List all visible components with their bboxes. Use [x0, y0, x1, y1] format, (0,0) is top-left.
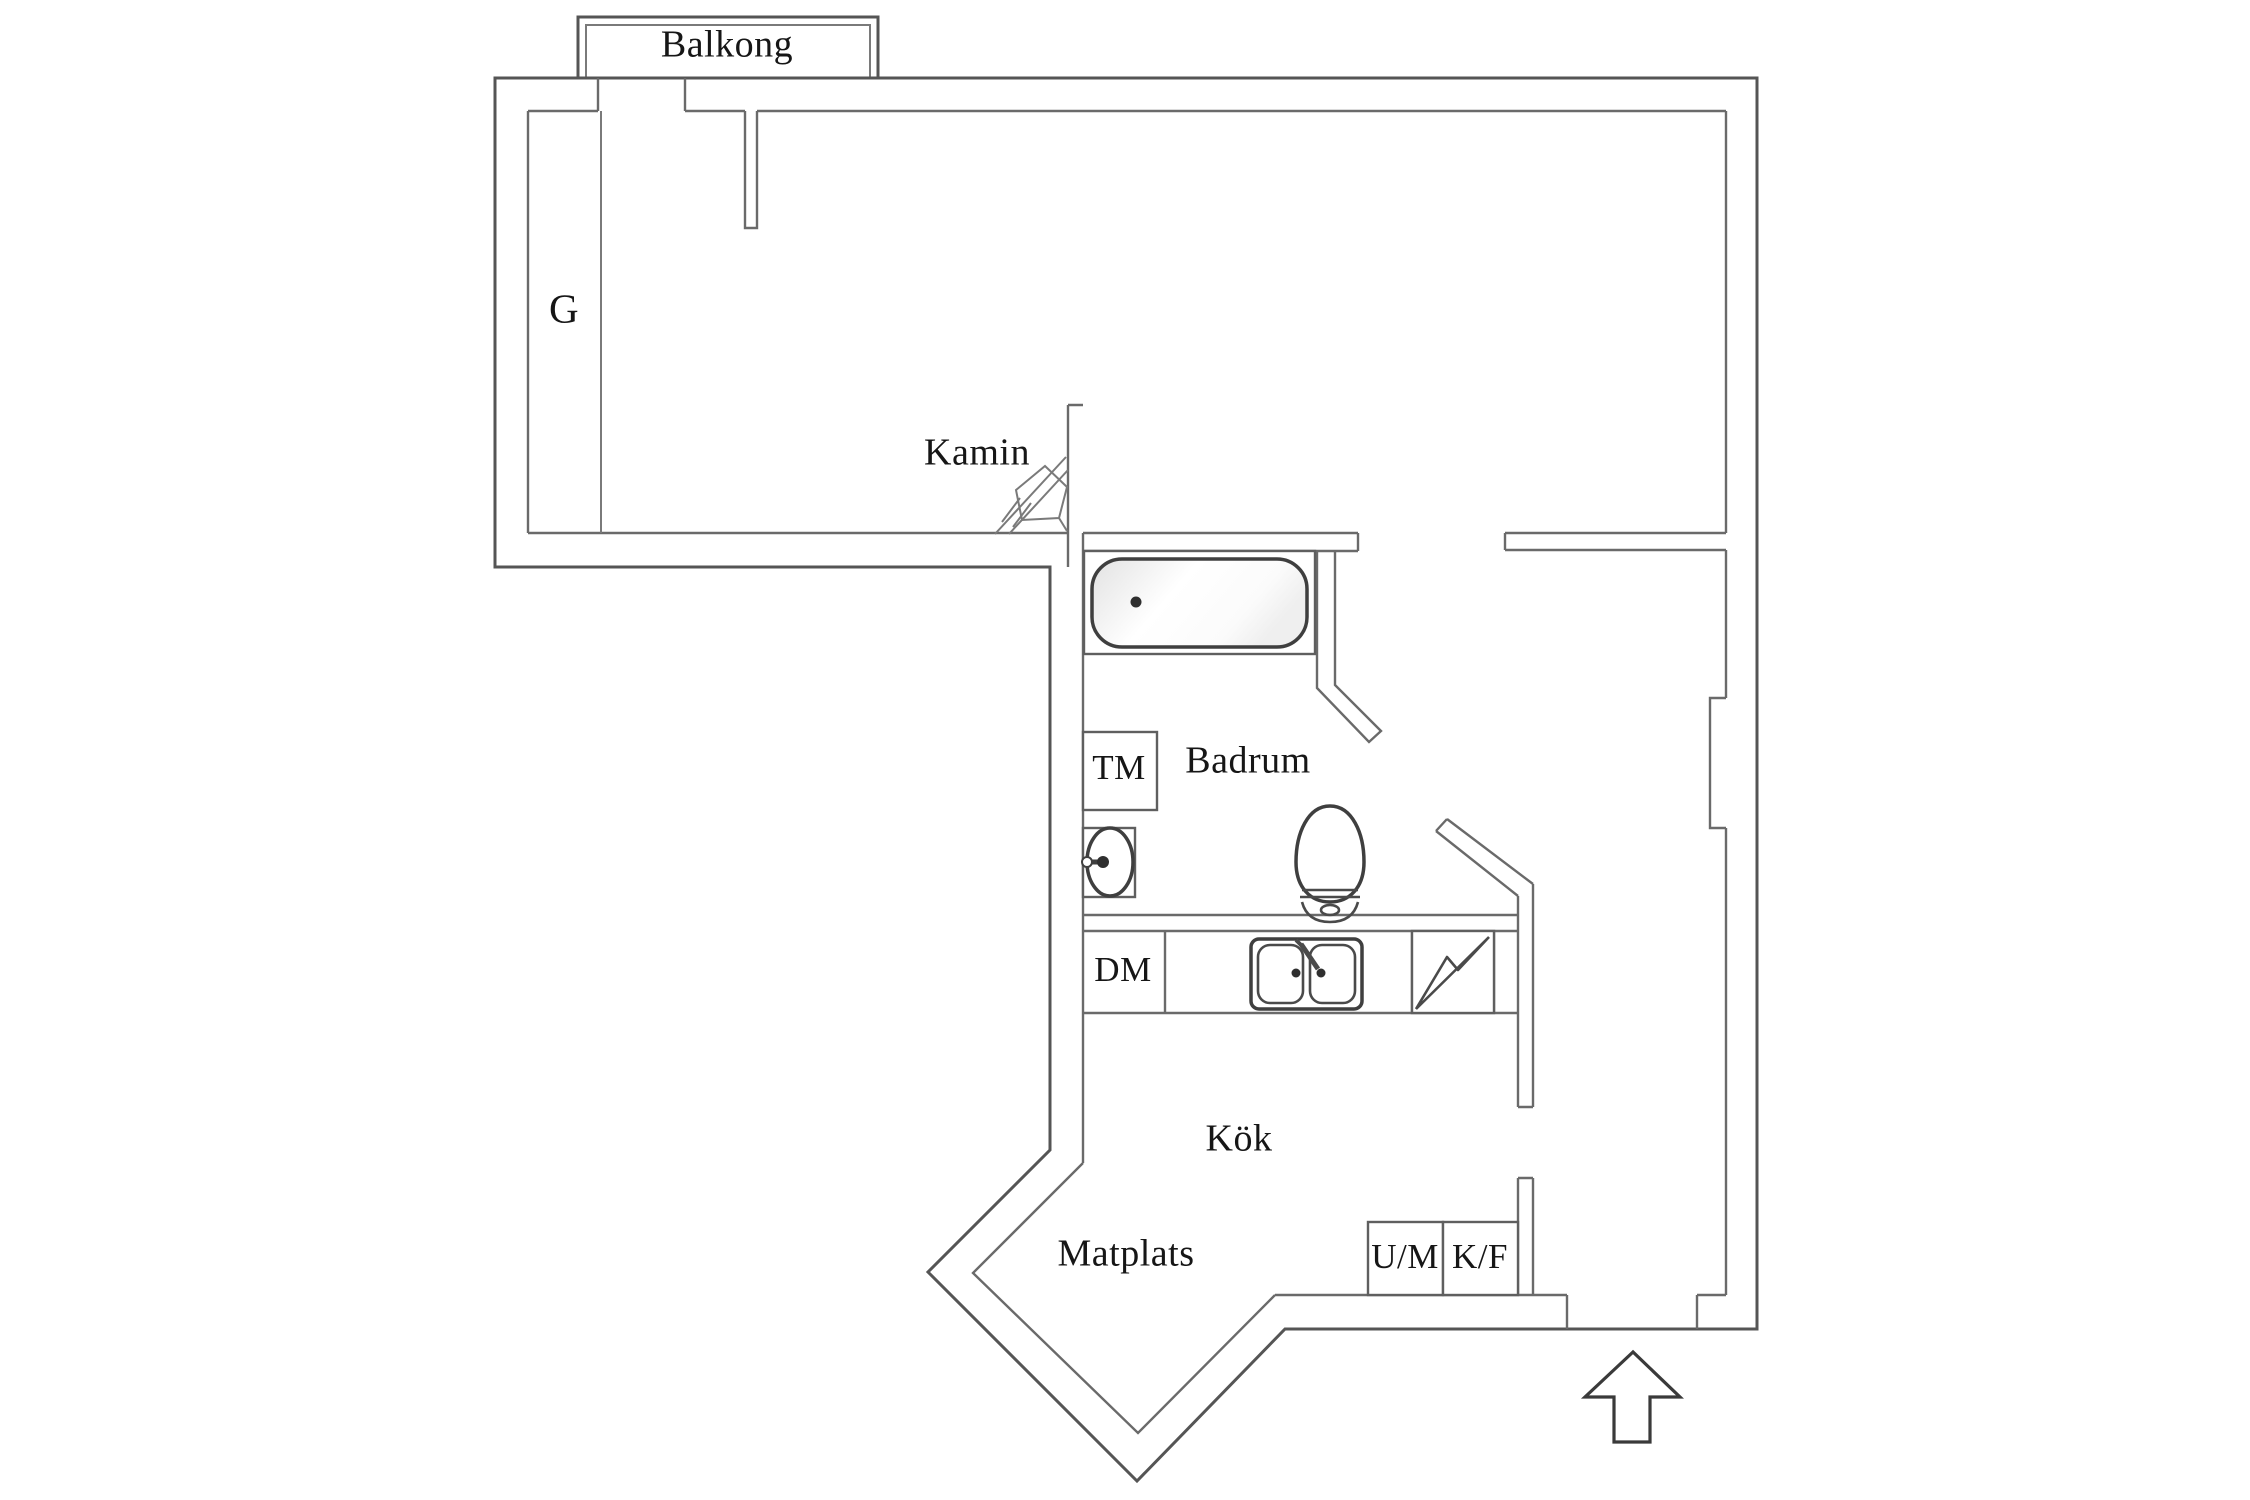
toilet-icon	[1294, 804, 1366, 924]
fireplace-icon	[994, 456, 1069, 535]
label-kf: K/F	[1452, 1237, 1508, 1276]
label-wardrobe: G	[549, 285, 579, 331]
label-badrum: Badrum	[1185, 740, 1310, 782]
kitchen-sink-icon	[1249, 937, 1364, 1011]
label-kamin: Kamin	[924, 432, 1030, 474]
entrance-arrow-icon	[1580, 1349, 1684, 1444]
outer-wall	[493, 76, 1759, 1484]
stove-icon	[1414, 936, 1490, 1010]
label-matplats: Matplats	[1058, 1233, 1195, 1275]
bathtub-icon	[1090, 557, 1309, 649]
label-tm: TM	[1092, 748, 1146, 787]
oven-microwave-box	[1366, 1220, 1445, 1297]
label-kok: Kök	[1206, 1118, 1273, 1160]
washing-machine-box	[1081, 730, 1159, 812]
kitchen-counter-lines	[1083, 913, 1518, 1015]
balcony-outline	[576, 15, 880, 78]
fridge-freezer-box	[1441, 1220, 1520, 1297]
inner-walls	[526, 78, 1728, 1435]
label-um: U/M	[1371, 1237, 1439, 1276]
bathroom-walls	[1315, 551, 1535, 1295]
label-balkong: Balkong	[661, 24, 793, 66]
washbasin-icon	[1081, 826, 1135, 898]
label-dm: DM	[1094, 950, 1151, 989]
